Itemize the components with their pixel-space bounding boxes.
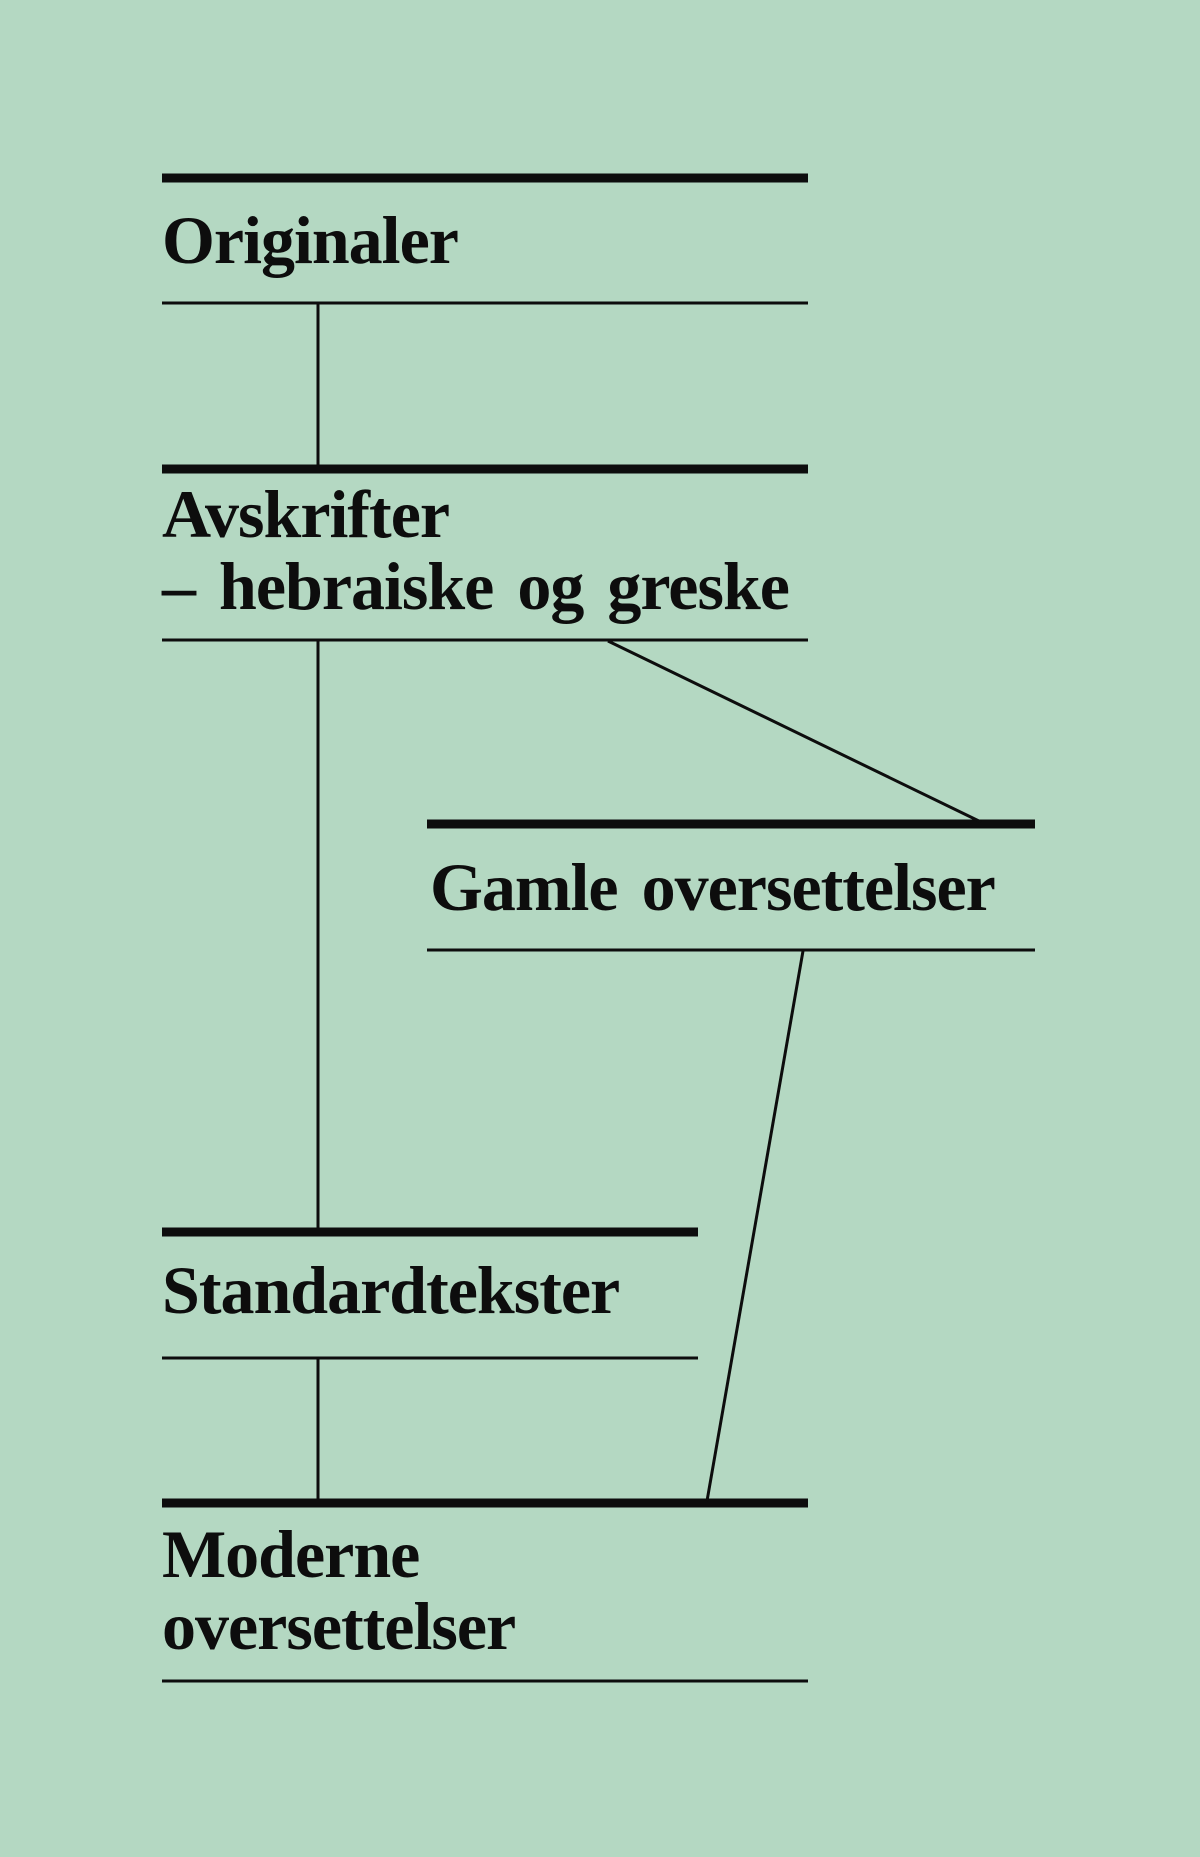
node-label-gamle-oversettelser: Gamle oversettelser bbox=[430, 849, 996, 925]
node-label-originaler: Originaler bbox=[162, 202, 459, 278]
node-label-line: Originaler bbox=[162, 202, 459, 278]
node-label-line: oversettelser bbox=[162, 1588, 516, 1664]
connector-avskrifter-gamle bbox=[607, 639, 982, 824]
node-label-line: Standardtekster bbox=[162, 1252, 620, 1328]
node-label-moderne-oversettelser: Moderne oversettelser bbox=[162, 1516, 516, 1664]
node-label-line: Gamle oversettelser bbox=[430, 849, 996, 925]
node-label-line: Moderne bbox=[162, 1516, 420, 1592]
node-label-standardtekster: Standardtekster bbox=[162, 1252, 620, 1328]
node-label-line: Avskrifter bbox=[162, 476, 450, 552]
node-label-line: – hebraiske og greske bbox=[162, 548, 790, 624]
node-label-avskrifter: Avskrifter – hebraiske og greske bbox=[162, 476, 790, 624]
connector-gamle-moderne bbox=[705, 950, 805, 1502]
